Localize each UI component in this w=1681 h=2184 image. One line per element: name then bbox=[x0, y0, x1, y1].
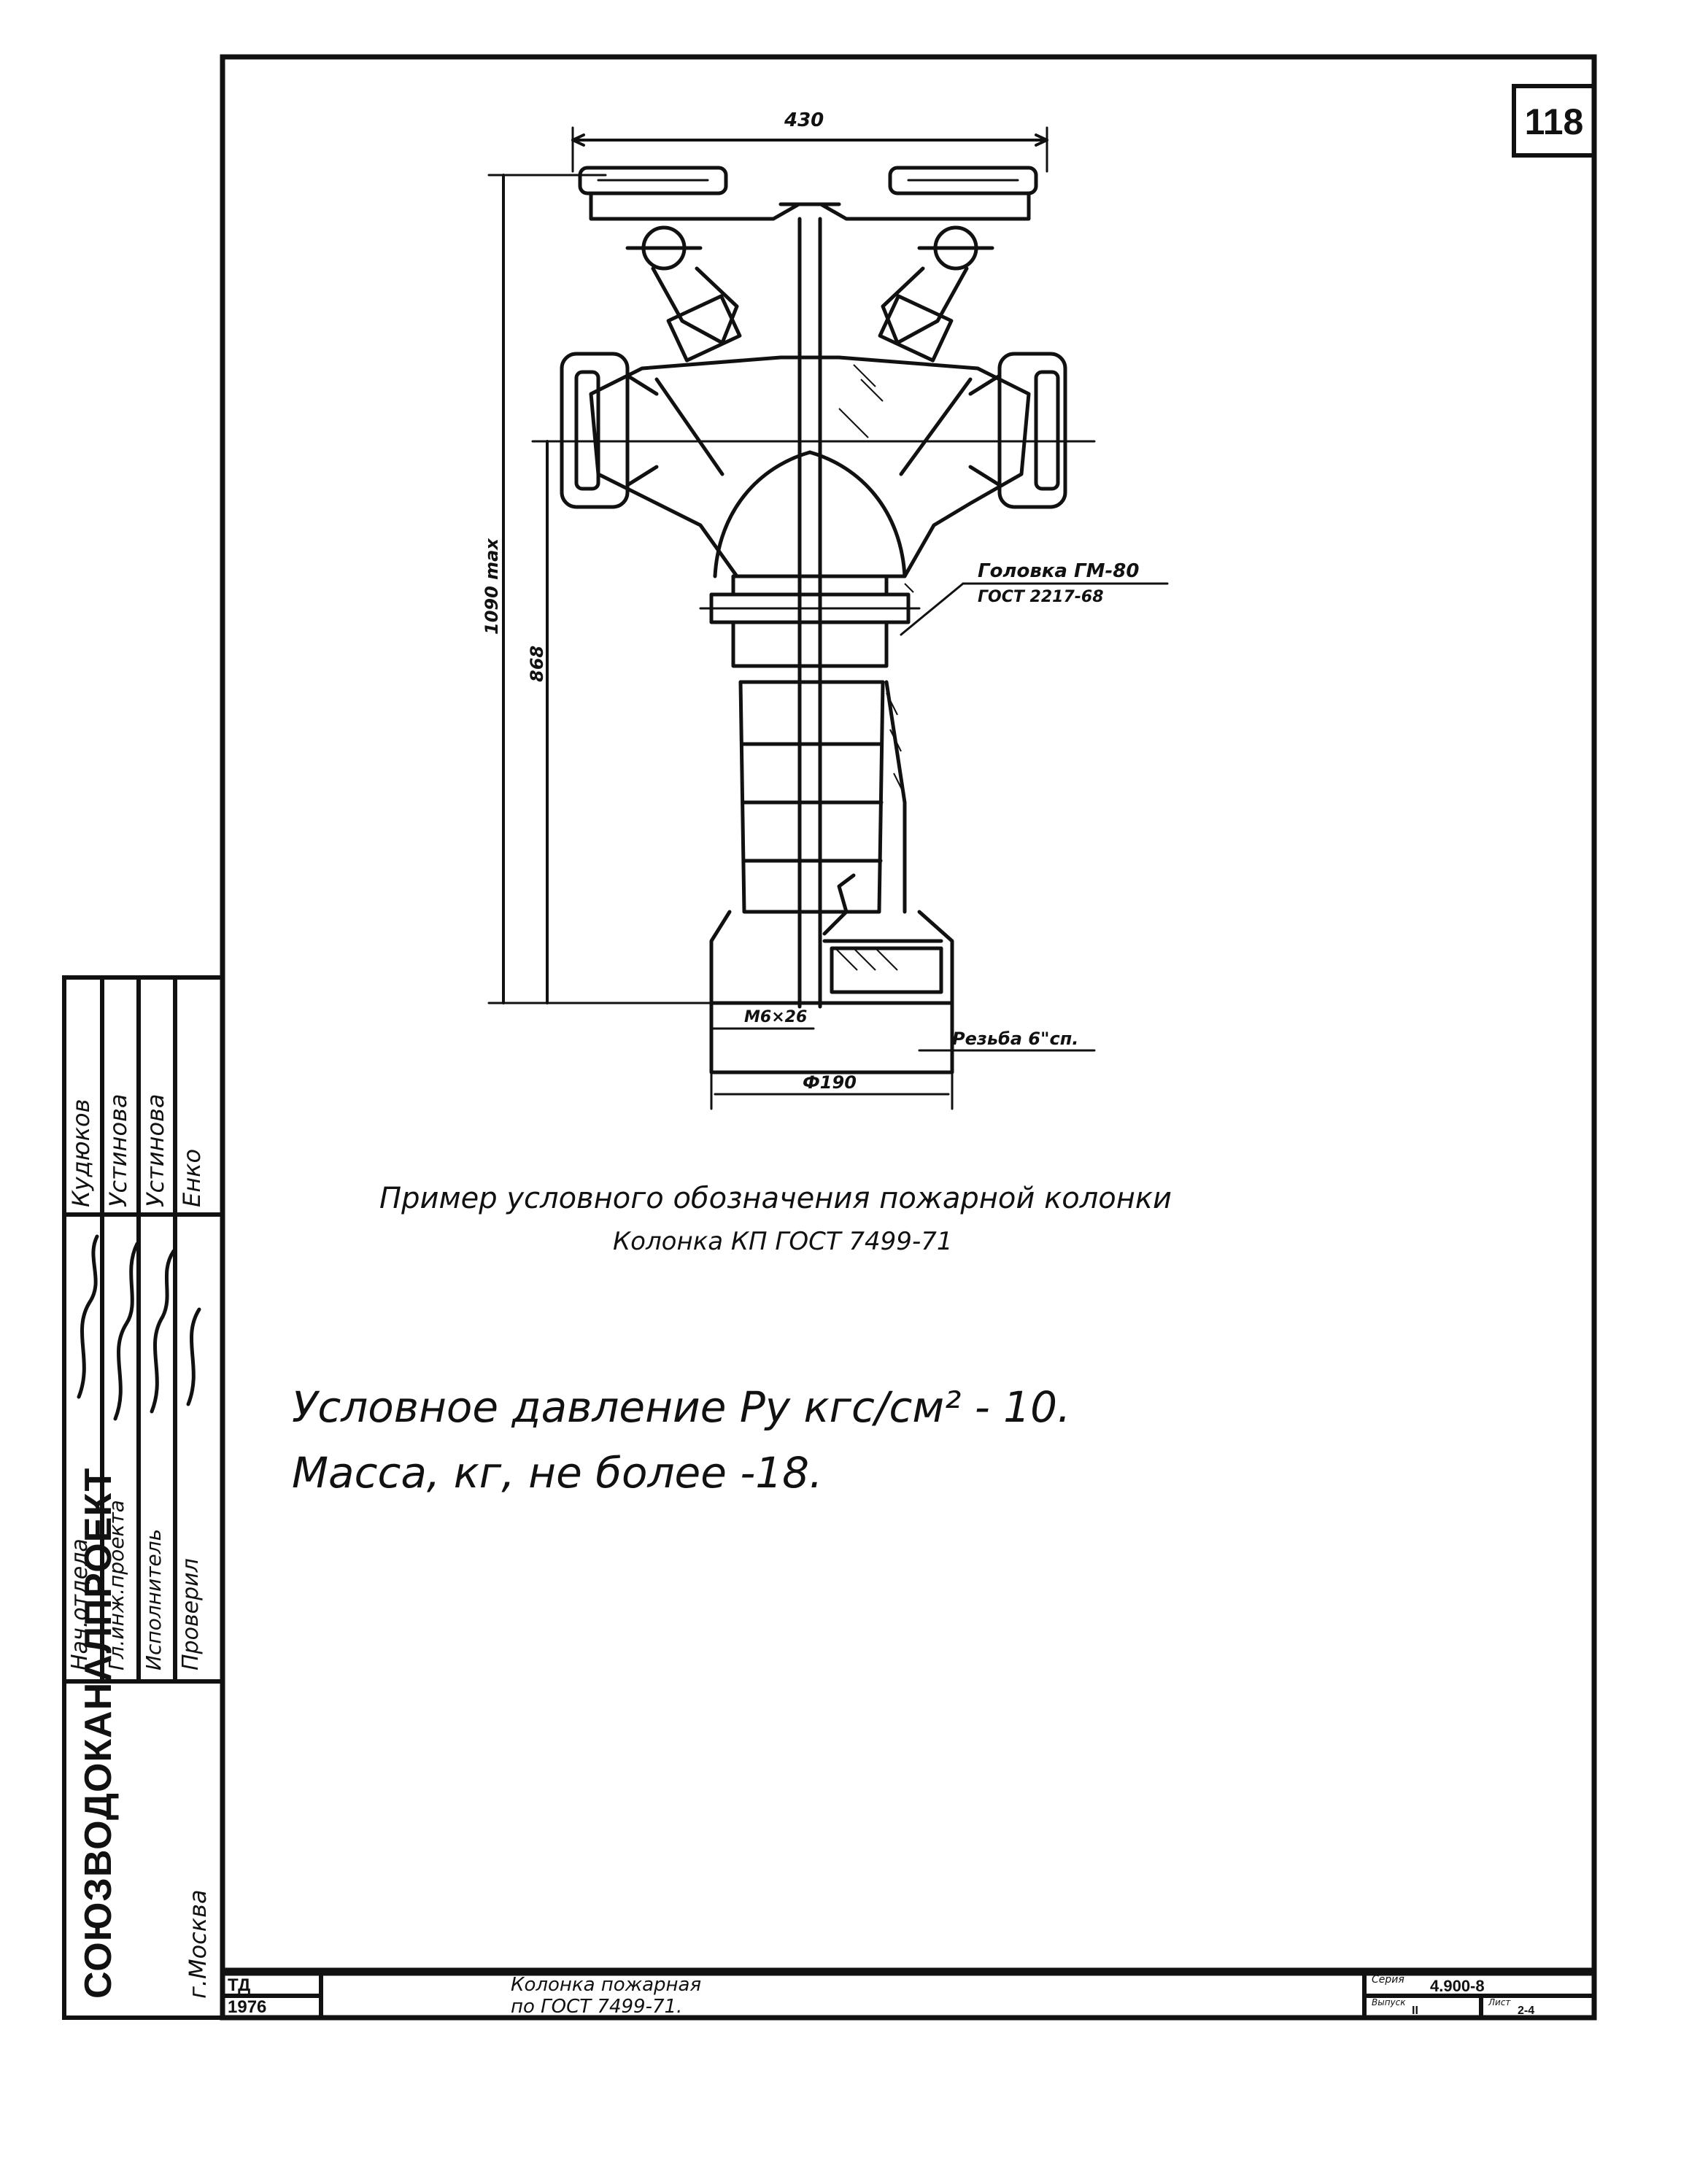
spec-pressure: Условное давление Ру кгс/см² - 10. bbox=[292, 1382, 1071, 1432]
series-value: 4.900-8 bbox=[1430, 1977, 1485, 1995]
thread-label: Резьба 6"сп. bbox=[952, 1029, 1079, 1049]
designation-line-1: Пример условного обозначения пожарной ко… bbox=[379, 1182, 1172, 1215]
spec-mass: Масса, кг, не более -18. bbox=[292, 1448, 823, 1498]
sheet-value: 2-4 bbox=[1518, 2005, 1535, 2017]
issue-value: II bbox=[1412, 2005, 1418, 2017]
title-line-1: Колонка пожарная bbox=[511, 1974, 702, 1996]
diameter-dim-label: Ф190 bbox=[803, 1072, 857, 1093]
issue-label: Выпуск bbox=[1372, 1997, 1406, 2007]
year-label: 1976 bbox=[228, 1997, 267, 2017]
signatures bbox=[77, 1234, 201, 1421]
series-label: Серия bbox=[1372, 1974, 1404, 1986]
title-line-2: по ГОСТ 7499-71. bbox=[511, 1996, 683, 2018]
td-label: ТД bbox=[228, 1975, 251, 1995]
dim-width-label: 430 bbox=[784, 109, 824, 131]
sheet-number: 118 bbox=[1524, 101, 1584, 142]
head-label: Головка ГМ-80 bbox=[978, 560, 1140, 582]
bolt-dim-label: М6×26 bbox=[744, 1008, 808, 1026]
designation-line-2: Колонка КП ГОСТ 7499-71 bbox=[613, 1227, 953, 1256]
head-gost-label: ГОСТ 2217-68 bbox=[978, 588, 1104, 606]
sheet-label: Лист bbox=[1488, 1997, 1511, 2007]
